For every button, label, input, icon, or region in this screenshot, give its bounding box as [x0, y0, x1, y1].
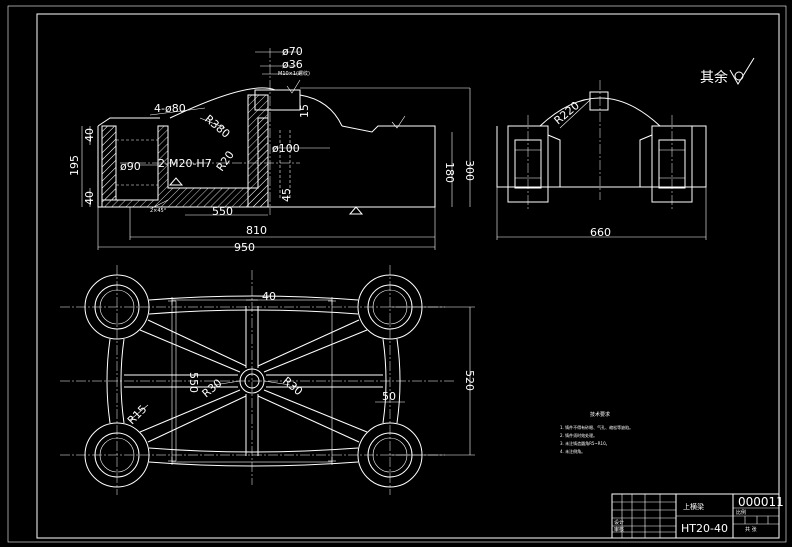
- sheet-label: 共 张: [745, 526, 757, 533]
- dim-45: 45: [280, 188, 293, 202]
- dim-top-r30-right: R30: [280, 374, 305, 398]
- dim-holes: 4-ø80: [154, 102, 186, 115]
- inner-frame: [36, 13, 780, 539]
- dim-15: 15: [298, 104, 311, 118]
- dim-thread: 2-M20-H7: [158, 157, 212, 170]
- dim-r220: R220: [552, 99, 582, 127]
- dim-chamfer: 2×45°: [150, 208, 167, 214]
- surface-finish-note: 其余: [700, 69, 728, 86]
- dim-phi70: ø70: [282, 45, 303, 58]
- dim-550: 550: [212, 205, 233, 218]
- dim-top-50: 50: [382, 390, 396, 403]
- dim-phi90: ø90: [120, 160, 141, 173]
- part-name: 上横梁: [683, 502, 704, 511]
- tech-requirements-title: 技术要求: [590, 411, 610, 418]
- material: HT20-40: [681, 522, 728, 535]
- drawn-label: 设计: [614, 519, 624, 526]
- dim-phi36: ø36: [282, 58, 303, 71]
- small-holes: [168, 297, 336, 465]
- drawing-number: 000011: [738, 495, 784, 509]
- title-block: 设计 审核 上横梁 HT20-40 000011 比例 共 张: [611, 493, 784, 539]
- dim-top-r15: R15: [125, 403, 149, 427]
- check-label: 审核: [614, 526, 624, 533]
- side-view: R220 660 其余: [496, 57, 755, 240]
- dim-660: 660: [590, 226, 611, 239]
- dim-810: 810: [246, 224, 267, 237]
- outer-frame: [7, 5, 787, 543]
- dim-small-thread: M10×1(螺纹): [278, 70, 310, 77]
- dim-top-550: 550: [187, 372, 200, 393]
- dim-300: 300: [463, 160, 476, 181]
- dim-phi100: ø100: [272, 142, 300, 155]
- front-view: ø70 ø36 M10×1(螺纹) 4-ø80 R380 15 40 195 4…: [68, 45, 476, 254]
- scale-label: 比例: [736, 509, 746, 516]
- dim-top-520: 520: [463, 370, 476, 391]
- top-view: 40 550 R30 R30 50 520 R15: [60, 265, 476, 495]
- dim-195: 195: [68, 155, 81, 176]
- dim-180: 180: [443, 162, 456, 183]
- dim-40-bottom: 40: [83, 191, 96, 205]
- dim-top-r30-left: R30: [200, 376, 225, 400]
- tech-requirement-item: 2. 铸件须时效处理。: [560, 432, 597, 438]
- dim-950: 950: [234, 241, 255, 254]
- dim-r20: R20: [214, 149, 237, 174]
- tech-requirement-item: 1. 铸件不得有砂眼、气孔、缩松等缺陷。: [560, 424, 633, 430]
- surface-finish-symbol: [729, 57, 755, 85]
- dim-top-40: 40: [262, 290, 276, 303]
- tech-requirements: 技术要求 1. 铸件不得有砂眼、气孔、缩松等缺陷。 2. 铸件须时效处理。 3.…: [560, 411, 633, 454]
- dim-40-top: 40: [83, 128, 96, 142]
- dim-r380: R380: [202, 112, 232, 140]
- tech-requirement-item: 4. 未注倒角。: [560, 448, 585, 454]
- tech-requirement-item: 3. 未注铸造圆角R5~R10。: [560, 440, 610, 446]
